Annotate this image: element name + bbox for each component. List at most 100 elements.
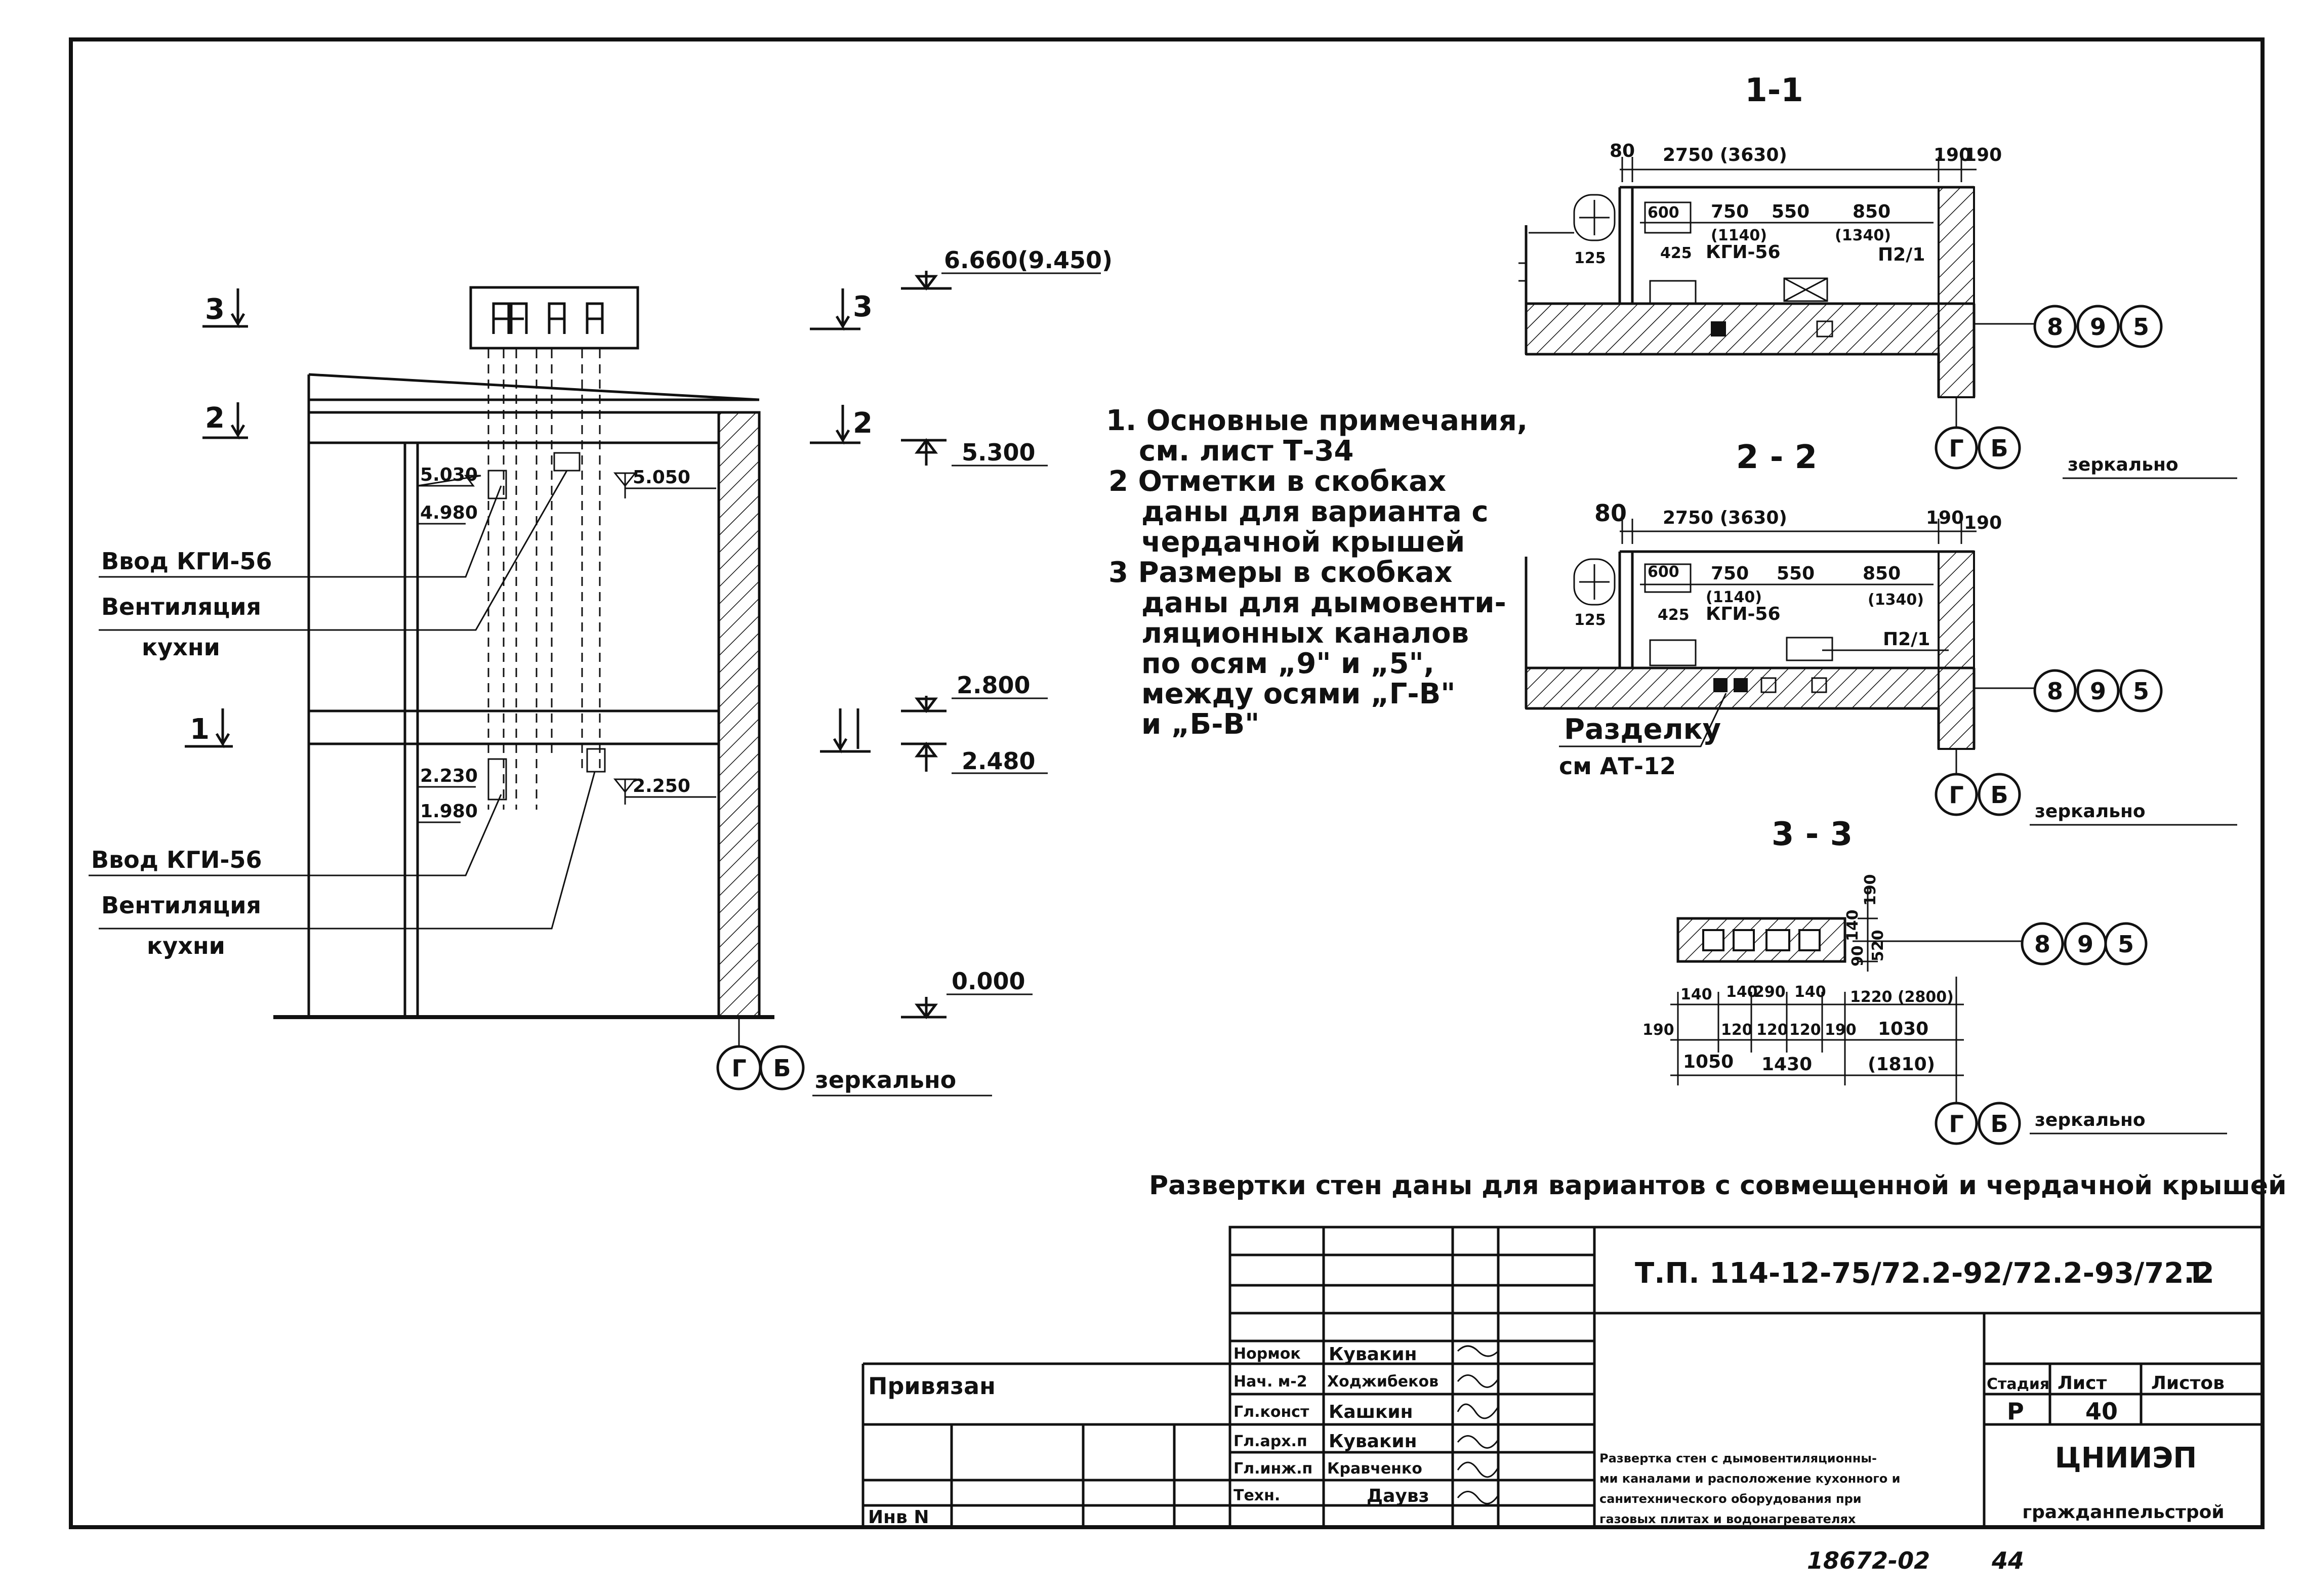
note-label: Разделку [1564, 713, 1721, 746]
dim-label: 190 [1862, 874, 1879, 906]
name-label: Кувакин [1329, 1431, 1417, 1452]
gas-inlet-top-box [487, 470, 507, 499]
vent-grille-bottom [586, 748, 606, 773]
dim-label: 190 [1642, 1021, 1674, 1039]
level-6660: 6.660(9.450) [901, 246, 1113, 291]
section-3-3: 3 - 3 190 140 90 520 8 9 5 140 140 290 1… [1642, 816, 2227, 1145]
dim-label: 2750 (3630) [1663, 145, 1787, 165]
floor-slab-2 [307, 411, 720, 444]
signatures [1457, 1345, 1499, 1504]
cut-mark-1-left: 1 [185, 708, 233, 749]
axis-label: Г [731, 1055, 746, 1082]
dim-label: 850 [1863, 563, 1901, 584]
dim-label: 190 [1964, 513, 2002, 533]
dim-label: 140 [1726, 983, 1758, 1001]
note-line: 2 Отметки в скобках [1108, 465, 1446, 498]
description-line: ми каналами и расположение кухонного и [1599, 1472, 1900, 1486]
cut-mark-1-right [820, 708, 871, 754]
doc-type: Т [2187, 1257, 2206, 1290]
axis-bubbles-elevation: Г Б зеркально [716, 1017, 992, 1097]
name-label: Кувакин [1329, 1344, 1417, 1365]
equipment-label: КГИ-56 [1706, 242, 1781, 263]
stove-label: П2/1 [1878, 244, 1925, 265]
level-5050: 5.050 [613, 467, 716, 498]
name-label: Даувз [1367, 1486, 1429, 1506]
level-1980: 1.980 [418, 801, 478, 823]
dim-label: 190 [1926, 508, 1964, 528]
dim-label: (1810) [1868, 1054, 1935, 1075]
dim-label: 290 [1754, 983, 1786, 1001]
leader-label: Ввод КГИ-56 [101, 548, 272, 575]
sheet-frame [69, 37, 2265, 1529]
chimney-head [469, 286, 639, 350]
mirror-label: зеркально [815, 1066, 956, 1094]
dim-label: 120 [1789, 1021, 1821, 1039]
dim-label: 190 [1934, 145, 1971, 165]
level-label: 1.980 [420, 801, 478, 822]
chimney-flues [492, 302, 604, 334]
floor-slab-1 [307, 709, 720, 745]
dim-label: 850 [1853, 201, 1890, 222]
dim-label: 1220 (2800) [1850, 988, 1954, 1006]
dim-label: 90 [1849, 945, 1867, 967]
leader-label: Вентиляция [101, 593, 261, 620]
org-name-2: гражданпельстрой [2022, 1502, 2224, 1523]
level-label: 5.300 [962, 439, 1036, 466]
axis-label: 9 [2077, 931, 2093, 958]
stage-value: Р [2007, 1398, 2024, 1425]
description-line: Развертка стен с дымовентиляционны- [1599, 1451, 1877, 1465]
dim-label: 140 [1844, 909, 1862, 941]
note-line: и „Б-В" [1141, 708, 1259, 741]
mirror-label: зеркально [2035, 1110, 2146, 1130]
level-label: 2.800 [957, 671, 1031, 699]
axis-label: 9 [2090, 678, 2106, 705]
level-5030: 5.030 [417, 465, 481, 487]
inv-label: Инв N [868, 1507, 929, 1528]
dim-label: 520 [1869, 930, 1887, 961]
hatched-wall [717, 411, 761, 1019]
elevation-view: 5.030 4.980 2.230 1.980 5.050 2.250 3 [89, 246, 1113, 1097]
level-label: 5.050 [633, 467, 690, 488]
dim-label: 2750 (3630) [1663, 508, 1787, 528]
note-line: ляционных каналов [1141, 617, 1469, 650]
leader-gas-inlet-top: Ввод КГИ-56 [99, 485, 502, 578]
section-title: 3 - 3 [1772, 816, 1853, 853]
description-line: санитехнического оборудования при [1599, 1492, 1862, 1506]
note-line: чердачной крышей [1141, 526, 1465, 559]
cut-mark-label: 3 [853, 290, 873, 323]
dim-label: 425 [1660, 244, 1692, 262]
dim-label: 190 [1964, 145, 2002, 165]
leader-vent-bottom: Вентиляция кухни [99, 771, 596, 959]
level-label: 2.250 [633, 776, 690, 796]
level-label: 4.980 [420, 502, 478, 523]
dim-label: 80 [1610, 141, 1635, 161]
dim-label: 190 [1825, 1021, 1857, 1039]
cut-mark-2-right: 2 [810, 405, 873, 445]
mirror-label: зеркально [2068, 454, 2178, 475]
dim-label: 140 [1794, 983, 1826, 1001]
axis-label: Б [773, 1055, 791, 1082]
note-line: 1. Основные примечания, [1106, 404, 1528, 437]
name-label: Кравченко [1327, 1460, 1422, 1478]
leader-label: кухни [147, 932, 225, 959]
section-2-2: 2 - 2 80 2750 (3630) 190 190 600 750 550… [1525, 439, 2237, 826]
level-0000: 0.000 [901, 968, 1033, 1020]
axis-label: 8 [2047, 313, 2063, 341]
dim-label: 1030 [1878, 1019, 1928, 1039]
cut-mark-3-right: 3 [810, 288, 873, 331]
dim-label: 1430 [1761, 1054, 1812, 1075]
section-1-1: 1-1 80 2750 (3630) 190 190 600 750 550 8… [1518, 72, 2237, 479]
level-label: 0.000 [952, 968, 1025, 995]
roof-slab [307, 373, 760, 1017]
axis-label: Г [1949, 781, 1963, 809]
leader-label: Вентиляция [101, 892, 261, 919]
vent-grille-top [553, 452, 581, 472]
sheet-value: 40 [2085, 1398, 2118, 1425]
level-label: 6.660(9.450) [944, 246, 1113, 274]
equipment-label: КГИ-56 [1706, 604, 1781, 624]
leader-label: Ввод КГИ-56 [91, 846, 262, 873]
level-5300: 5.300 [901, 438, 1048, 467]
axis-label: Г [1949, 435, 1963, 462]
note-line: 3 Размеры в скобках [1108, 556, 1452, 589]
